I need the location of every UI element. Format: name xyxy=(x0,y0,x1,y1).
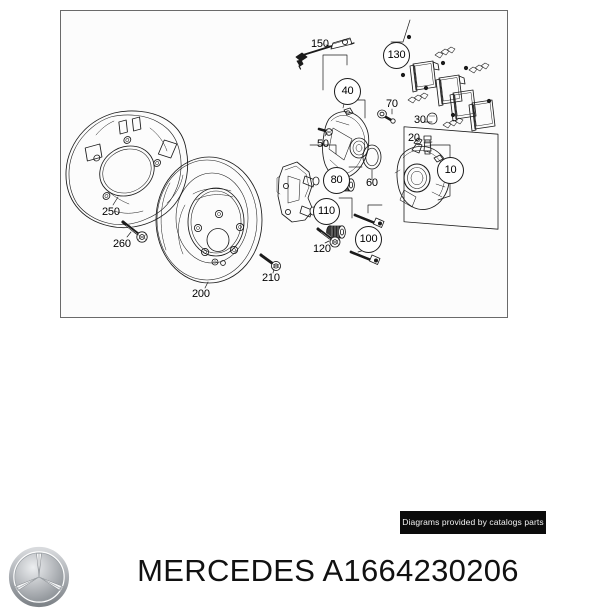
callout-10[interactable]: 10 xyxy=(437,157,464,184)
callout-40[interactable]: 40 xyxy=(334,78,361,105)
watermark-badge: Diagrams provided by catalogs parts xyxy=(400,511,546,534)
callout-110[interactable]: 110 xyxy=(313,198,340,225)
callout-30[interactable]: 30 xyxy=(414,114,426,126)
callout-200[interactable]: 200 xyxy=(192,288,210,300)
callout-20[interactable]: 20 xyxy=(408,132,420,144)
callout-250[interactable]: 250 xyxy=(102,206,120,218)
callout-120[interactable]: 120 xyxy=(313,243,331,255)
callout-50[interactable]: 50 xyxy=(317,138,329,150)
footer-bar: MERCEDES A1664230206 xyxy=(0,540,600,608)
callout-100[interactable]: 100 xyxy=(355,226,382,253)
callout-70[interactable]: 70 xyxy=(386,98,398,110)
page-title: MERCEDES A1664230206 xyxy=(137,553,519,588)
callout-80[interactable]: 80 xyxy=(323,167,350,194)
callout-130[interactable]: 130 xyxy=(383,42,410,69)
callout-260[interactable]: 260 xyxy=(113,238,131,250)
callout-210[interactable]: 210 xyxy=(262,272,280,284)
callout-60[interactable]: 60 xyxy=(366,177,378,189)
callout-150[interactable]: 150 xyxy=(311,38,329,50)
